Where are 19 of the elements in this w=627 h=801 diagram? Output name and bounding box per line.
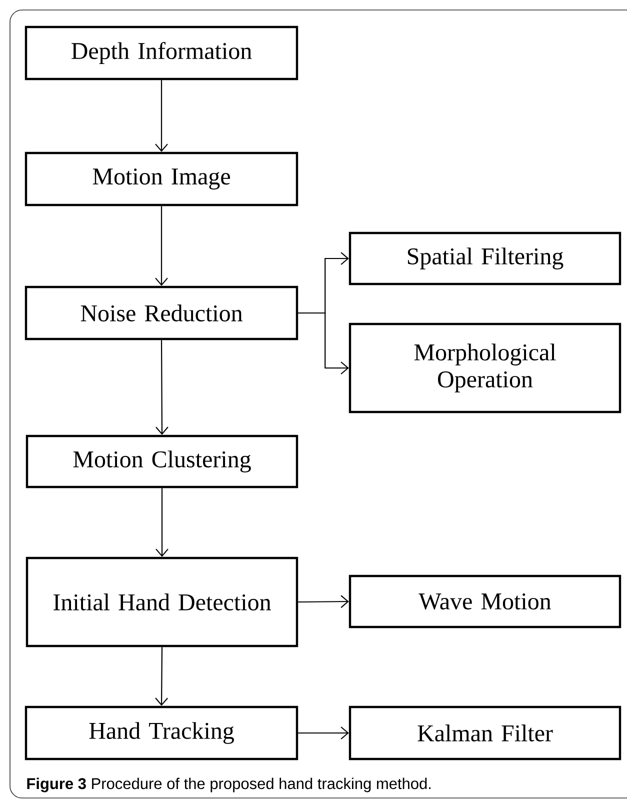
process-box: Hand Tracking [24, 706, 298, 760]
process-box: Spatial Filtering [348, 232, 622, 286]
arrow [155, 206, 168, 286]
arrow [156, 488, 168, 557]
arrow [298, 726, 349, 740]
process-box: Motion Clustering [26, 434, 298, 488]
process-box: Motion Image [24, 152, 298, 206]
arrow [155, 80, 168, 152]
arrow [156, 340, 168, 435]
process-box: Wave Motion [348, 574, 622, 628]
process-box: Noise Reduction [24, 286, 298, 340]
process-box: Depth Information [24, 26, 298, 80]
arrow [298, 595, 349, 608]
figure-caption: Figure 3 Procedure of the proposed hand tracking method. [27, 778, 431, 792]
arrow [155, 647, 168, 706]
process-box: Initial Hand Detection [26, 556, 298, 648]
process-box: Morphological Operation [348, 322, 622, 414]
arrow [298, 312, 349, 374]
process-box: Kalman Filter [348, 706, 622, 760]
